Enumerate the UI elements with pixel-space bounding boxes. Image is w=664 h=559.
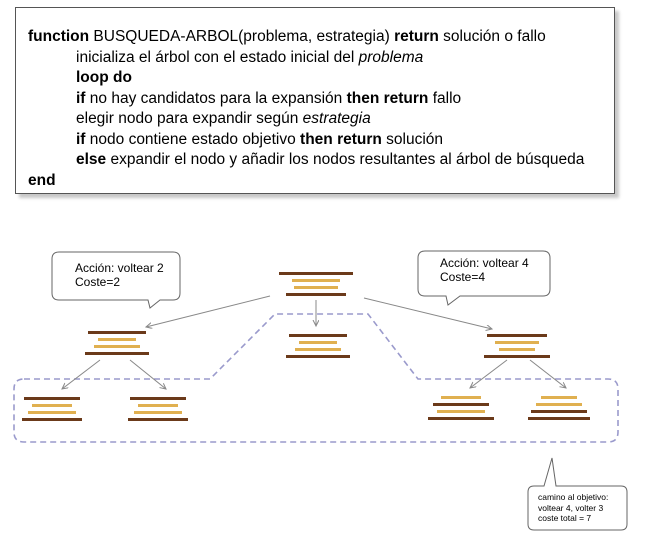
callout-left-text: Acción: voltear 2 Coste=2 [75, 261, 164, 289]
code-line-8: end [28, 171, 584, 192]
edge-right-goal [529, 359, 566, 388]
code-text: nodo contiene estado objetivo [85, 130, 301, 148]
pancake-dark [88, 331, 146, 334]
pancake-light [134, 411, 182, 414]
pancake-dark [286, 293, 346, 296]
pancake-dark [433, 403, 489, 406]
pseudocode: function BUSQUEDA-ARBOL(problema, estrat… [28, 27, 584, 191]
pancake-light [28, 411, 76, 414]
callout-right-action: Acción: voltear 4 [440, 256, 529, 270]
code-line-4: if no hay candidatos para la expansión t… [28, 89, 584, 110]
keyword: function [28, 28, 90, 45]
pancake-light [541, 396, 577, 399]
keyword: end [28, 171, 56, 189]
tree-edges [62, 295, 566, 389]
code-line-7: else expandir el nodo y añadir los nodos… [28, 150, 584, 171]
keyword: return [394, 28, 439, 45]
edge-right-left [470, 359, 508, 388]
code-line-3: loop do [28, 68, 584, 89]
code-text: solución o fallo [438, 28, 546, 45]
pancake-light [294, 286, 338, 289]
pancake-dark [487, 334, 547, 337]
code-text: fallo [428, 89, 462, 107]
goal-note-line: camino al objetivo: [538, 492, 609, 502]
edge-left-left [62, 359, 101, 389]
callout-left-cost: Coste=2 [75, 275, 121, 289]
code-line-5: elegir nodo para expandir según estrateg… [28, 109, 584, 130]
root-state [279, 272, 353, 296]
pancake-dark [286, 355, 350, 358]
pancake-dark [484, 355, 550, 358]
goal-note-text: camino al objetivo: voltear 4, volter 3 … [538, 492, 608, 524]
code-text: elegir nodo para expandir según [76, 110, 303, 127]
goal-note-line: coste total = 7 [538, 513, 592, 523]
pancake-light [98, 338, 136, 341]
code-line-6: if nodo contiene estado objetivo then re… [28, 130, 584, 151]
code-text: BUSQUEDA-ARBOL(problema, estrategia) [89, 28, 395, 45]
state-left [85, 331, 149, 355]
state-left-right [128, 397, 188, 421]
pancake-light [295, 348, 341, 351]
code-text: solución [381, 130, 444, 148]
state-right [484, 334, 550, 358]
pancake-dark [289, 334, 347, 337]
state-left-left [22, 397, 82, 421]
edge-left-right [129, 359, 166, 389]
code-line-1: function BUSQUEDA-ARBOL(problema, estrat… [28, 27, 584, 48]
pancake-dark [428, 417, 494, 420]
pancake-states [22, 272, 590, 421]
pancake-light [94, 345, 140, 348]
goal-note-bubble [527, 457, 628, 531]
keyword: if [76, 130, 86, 148]
pancake-light [437, 410, 485, 413]
pancake-light [292, 279, 340, 282]
pancake-dark [279, 272, 353, 275]
pancake-dark [128, 418, 188, 421]
code-text: expandir el nodo y añadir los nodos resu… [106, 151, 585, 168]
pancake-light [495, 341, 539, 344]
code-line-2: inicializa el árbol con el estado inicia… [28, 48, 584, 69]
code-italic: estrategia [302, 110, 371, 127]
state-right-left [428, 396, 494, 420]
pancake-dark [528, 417, 590, 420]
code-italic: problema [358, 48, 424, 66]
pancake-light [138, 404, 178, 407]
frontier-group-outline [13, 313, 619, 443]
keyword: loop do [76, 69, 132, 86]
callout-right-bubble [417, 250, 551, 306]
callout-left-action: Acción: voltear 2 [75, 261, 164, 275]
pancake-dark [531, 410, 587, 413]
pancake-light [299, 341, 337, 344]
pancake-light [32, 404, 72, 407]
state-right-goal [528, 396, 590, 420]
pancake-light [441, 396, 481, 399]
code-text: no hay candidatos para la expansión [85, 89, 347, 107]
callout-right-text: Acción: voltear 4 Coste=4 [440, 256, 529, 284]
pancake-dark [130, 397, 186, 400]
keyword: else [76, 151, 107, 168]
pancake-light [536, 403, 582, 406]
edge-root-left [146, 295, 271, 327]
callout-right-cost: Coste=4 [440, 270, 486, 284]
pancake-dark [22, 418, 82, 421]
code-text: inicializa el árbol con el estado inicia… [76, 48, 359, 66]
keyword: if [76, 89, 86, 107]
edge-root-right [363, 297, 492, 329]
state-middle [286, 334, 350, 358]
goal-note-line: voltear 4, volter 3 [538, 502, 604, 513]
pancake-dark [85, 352, 149, 355]
keyword: then return [346, 89, 429, 107]
pancake-light [499, 348, 535, 351]
pseudocode-box: function BUSQUEDA-ARBOL(problema, estrat… [15, 7, 615, 194]
pancake-dark [24, 397, 80, 400]
keyword: then return [300, 130, 382, 148]
callout-left-bubble [51, 251, 181, 309]
